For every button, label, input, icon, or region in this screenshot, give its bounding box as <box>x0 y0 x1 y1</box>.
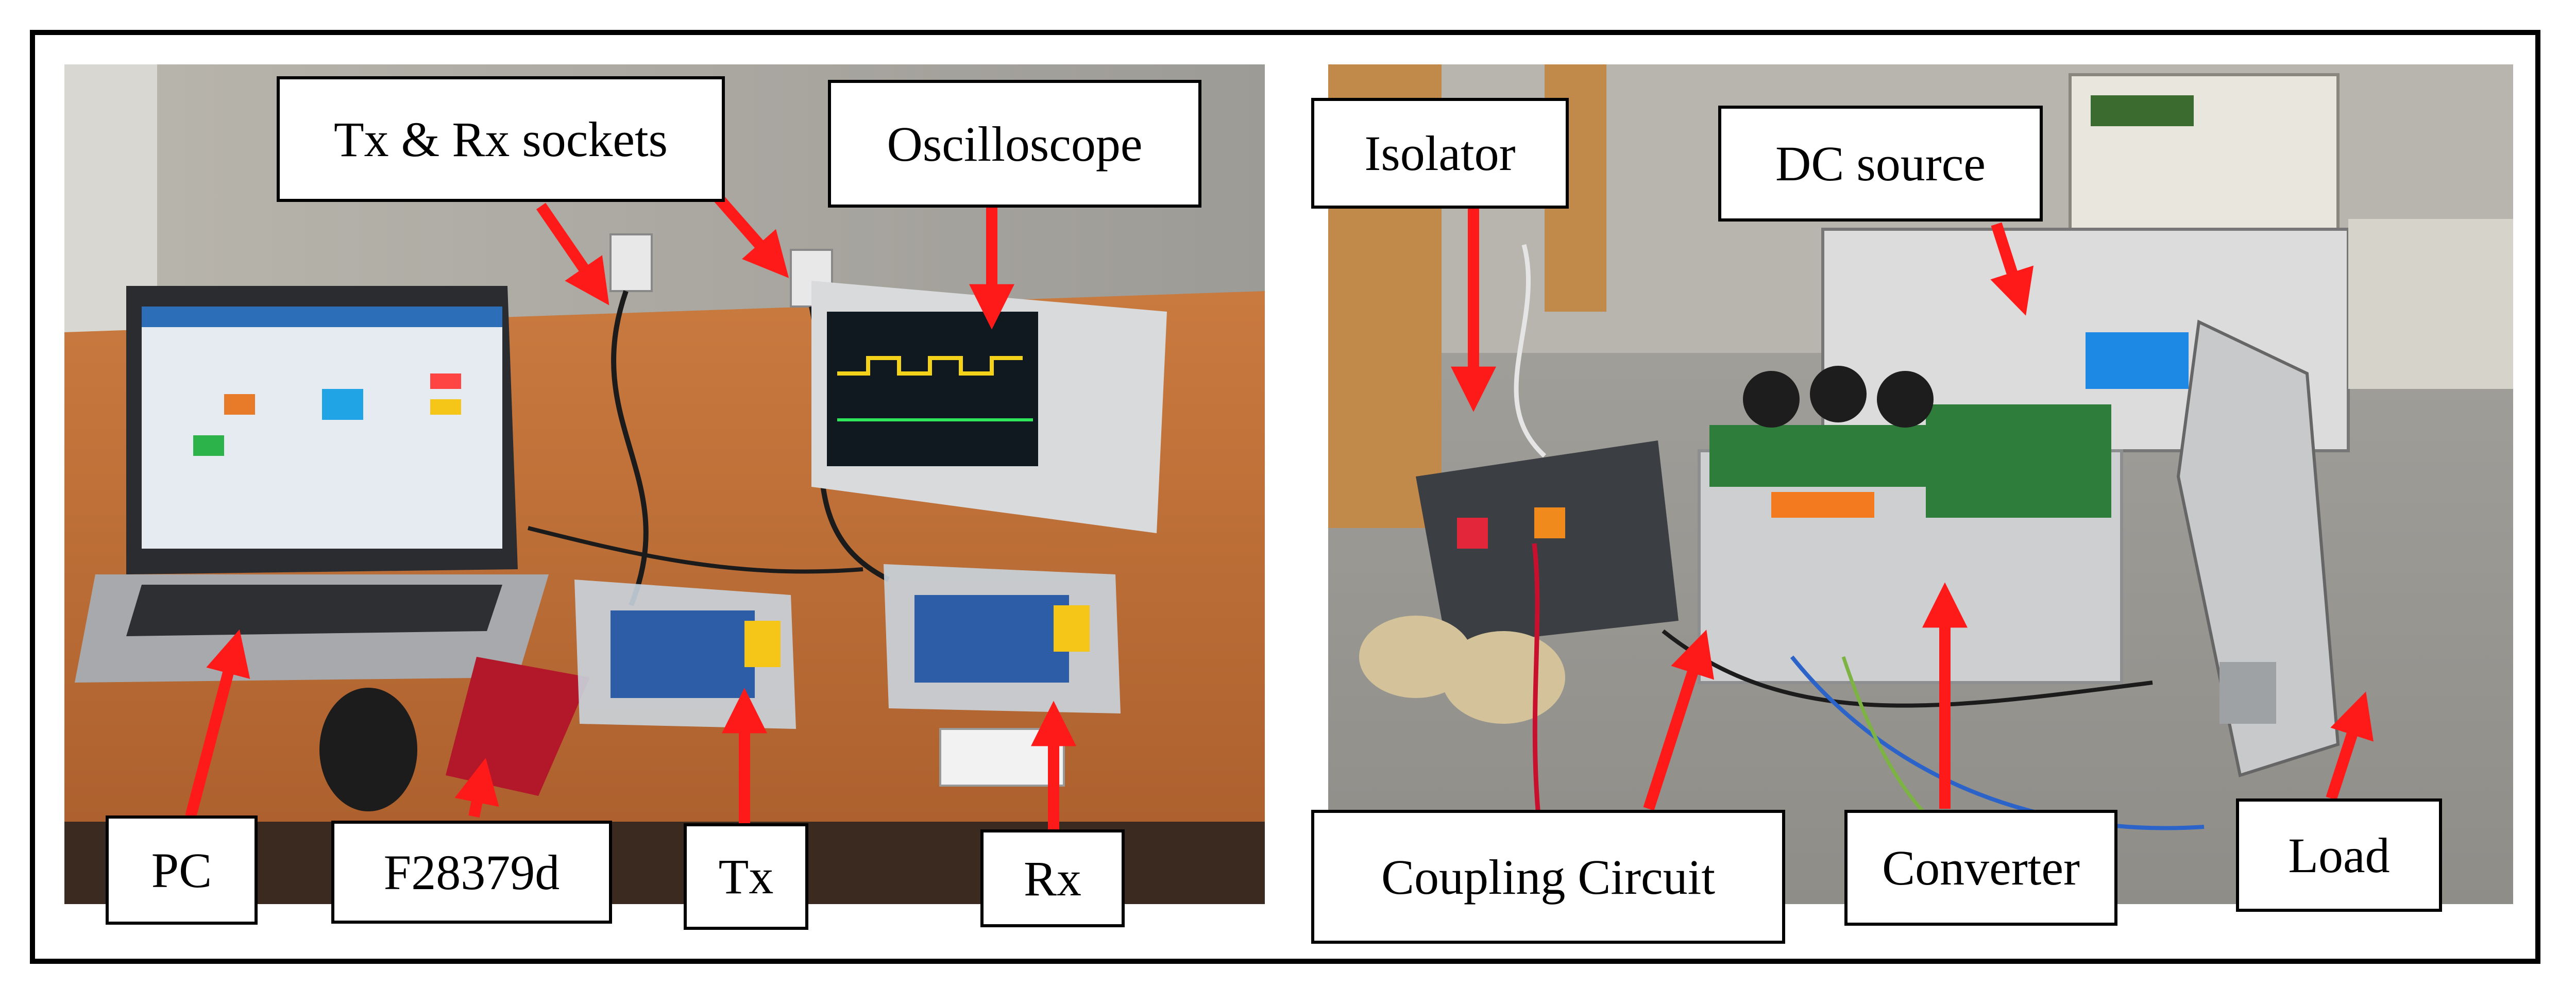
label-oscilloscope: Oscilloscope <box>828 80 1201 208</box>
label-tx: Tx <box>684 823 808 930</box>
label-pc: PC <box>106 815 258 925</box>
label-dc-source: DC source <box>1718 106 2043 222</box>
label-tx-rx-sockets: Tx & Rx sockets <box>277 76 725 202</box>
label-converter: Converter <box>1844 810 2117 926</box>
label-coupling-circuit: Coupling Circuit <box>1311 810 1785 944</box>
label-f28379d: F28379d <box>331 821 612 924</box>
label-isolator: Isolator <box>1311 98 1569 209</box>
label-load: Load <box>2236 798 2442 912</box>
label-rx: Rx <box>980 829 1125 927</box>
